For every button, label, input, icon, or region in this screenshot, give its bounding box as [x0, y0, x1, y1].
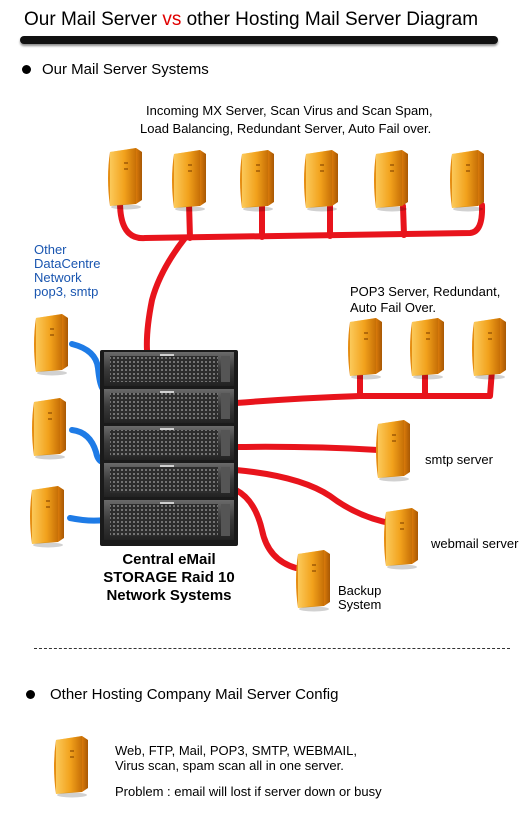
pop3-server-icon — [472, 318, 506, 380]
smtp-link-line — [233, 443, 381, 453]
other-network-server-icon — [32, 398, 66, 460]
blue-link-line-1 — [69, 341, 107, 393]
other-network-label-line2: DataCentre — [34, 256, 101, 271]
other-config-line2: Virus scan, spam scan all in one server. — [115, 758, 344, 773]
webmail-server-icon — [384, 508, 418, 570]
central-storage-rack-icon — [100, 350, 238, 546]
title-underline-bar — [20, 36, 498, 44]
mx-label-line1: Incoming MX Server, Scan Virus and Scan … — [146, 103, 433, 118]
mx-to-storage-line — [143, 235, 188, 353]
section-divider — [34, 648, 510, 649]
storage-label-line2: STORAGE Raid 10 — [103, 569, 235, 586]
storage-label-line3: Network Systems — [106, 587, 232, 604]
other-config-problem: Problem : email will lost if server down… — [115, 784, 382, 799]
storage-label-line1: Central eMail — [122, 551, 216, 568]
mx-bus-line — [117, 199, 486, 242]
backup-server-icon — [296, 550, 330, 612]
backup-label-line2: System — [338, 597, 382, 612]
pop3-label-line1: POP3 Server, Redundant, — [350, 284, 501, 299]
title-vs: vs — [162, 9, 182, 30]
pop3-server-icon — [410, 318, 444, 380]
mx-drop-line-5 — [400, 203, 407, 238]
mx-server-icon — [172, 150, 206, 212]
blue-link-line-2 — [69, 427, 107, 465]
section-heading-other-hosting: Other Hosting Company Mail Server Config — [50, 686, 339, 703]
bullet-icon — [22, 65, 31, 74]
webmail-label: webmail server — [431, 536, 519, 551]
other-network-label-line1: Other — [34, 242, 67, 257]
mx-server-icon — [108, 148, 142, 210]
mx-server-icon — [240, 150, 274, 212]
smtp-server-icon — [376, 420, 410, 482]
mx-label-line2: Load Balancing, Redundant Server, Auto F… — [140, 121, 432, 136]
smtp-label: smtp server — [425, 452, 493, 467]
all-in-one-server-icon — [54, 736, 88, 798]
backup-link-line — [233, 487, 299, 571]
mx-server-icon — [304, 150, 338, 212]
other-network-label-line3: Network — [34, 270, 82, 285]
other-config-line1: Web, FTP, Mail, POP3, SMTP, WEBMAIL, — [115, 743, 358, 758]
webmail-link-line — [233, 467, 388, 525]
page-title: Our Mail Server vs other Hosting Mail Se… — [24, 9, 479, 30]
other-network-server-icon — [34, 314, 68, 376]
mx-server-icon — [450, 150, 484, 212]
backup-label-line1: Backup — [338, 583, 382, 598]
pop3-label-line2: Auto Fail Over. — [350, 300, 436, 315]
bullet-icon — [26, 690, 35, 699]
blue-link-line-3 — [67, 515, 107, 524]
pop3-server-icon — [348, 318, 382, 380]
section-heading-our-systems: Our Mail Server Systems — [42, 61, 209, 78]
other-network-server-icon — [30, 486, 64, 548]
mx-server-icon — [374, 150, 408, 212]
other-network-label-line4: pop3, smtp — [34, 284, 99, 299]
